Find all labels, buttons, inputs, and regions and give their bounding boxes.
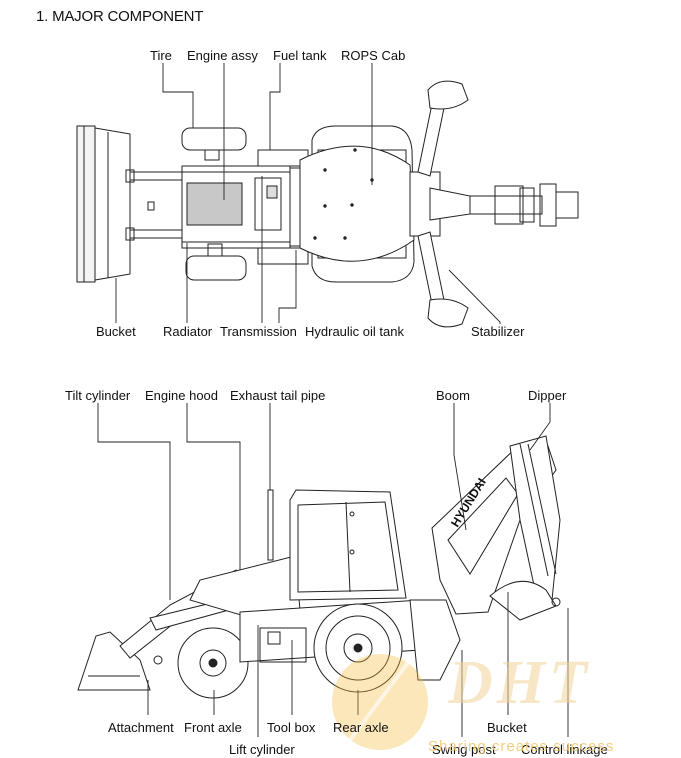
- label-transmission: Transmission: [220, 324, 297, 339]
- label-dipper: Dipper: [528, 388, 567, 403]
- label-engine-assy: Engine assy: [187, 48, 258, 63]
- label-stabilizer: Stabilizer: [471, 324, 525, 339]
- label-boom: Boom: [436, 388, 470, 403]
- label-exhaust-tail-pipe: Exhaust tail pipe: [230, 388, 326, 403]
- page-title: 1. MAJOR COMPONENT: [36, 8, 204, 25]
- label-hydraulic-oil-tank: Hydraulic oil tank: [305, 324, 404, 339]
- side-view-drawing: [77, 435, 561, 699]
- label-control-linkage: Control linkage: [521, 742, 608, 757]
- side-view-leader-lines: [97, 403, 569, 737]
- label-bucket-side: Bucket: [487, 720, 527, 735]
- top-view-drawing: [76, 80, 579, 328]
- label-swing-post: Swing post: [432, 742, 496, 757]
- label-tilt-cylinder: Tilt cylinder: [65, 388, 131, 403]
- label-bucket-top: Bucket: [96, 324, 136, 339]
- watermark-logo: DHT: [448, 649, 591, 717]
- label-engine-hood: Engine hood: [145, 388, 219, 403]
- label-attachment: Attachment: [108, 720, 174, 735]
- label-tire: Tire: [150, 48, 172, 63]
- label-lift-cylinder: Lift cylinder: [229, 742, 295, 757]
- label-rops-cab: ROPS Cab: [341, 48, 406, 63]
- label-fuel-tank: Fuel tank: [273, 48, 327, 63]
- label-radiator: Radiator: [163, 324, 213, 339]
- label-rear-axle: Rear axle: [333, 720, 389, 735]
- top-view-leader-lines: [115, 63, 501, 324]
- watermark-tagline: Sharing creates success: [428, 738, 615, 755]
- watermark-logo-mark: [332, 654, 428, 750]
- label-tool-box: Tool box: [267, 720, 316, 735]
- label-front-axle: Front axle: [184, 720, 242, 735]
